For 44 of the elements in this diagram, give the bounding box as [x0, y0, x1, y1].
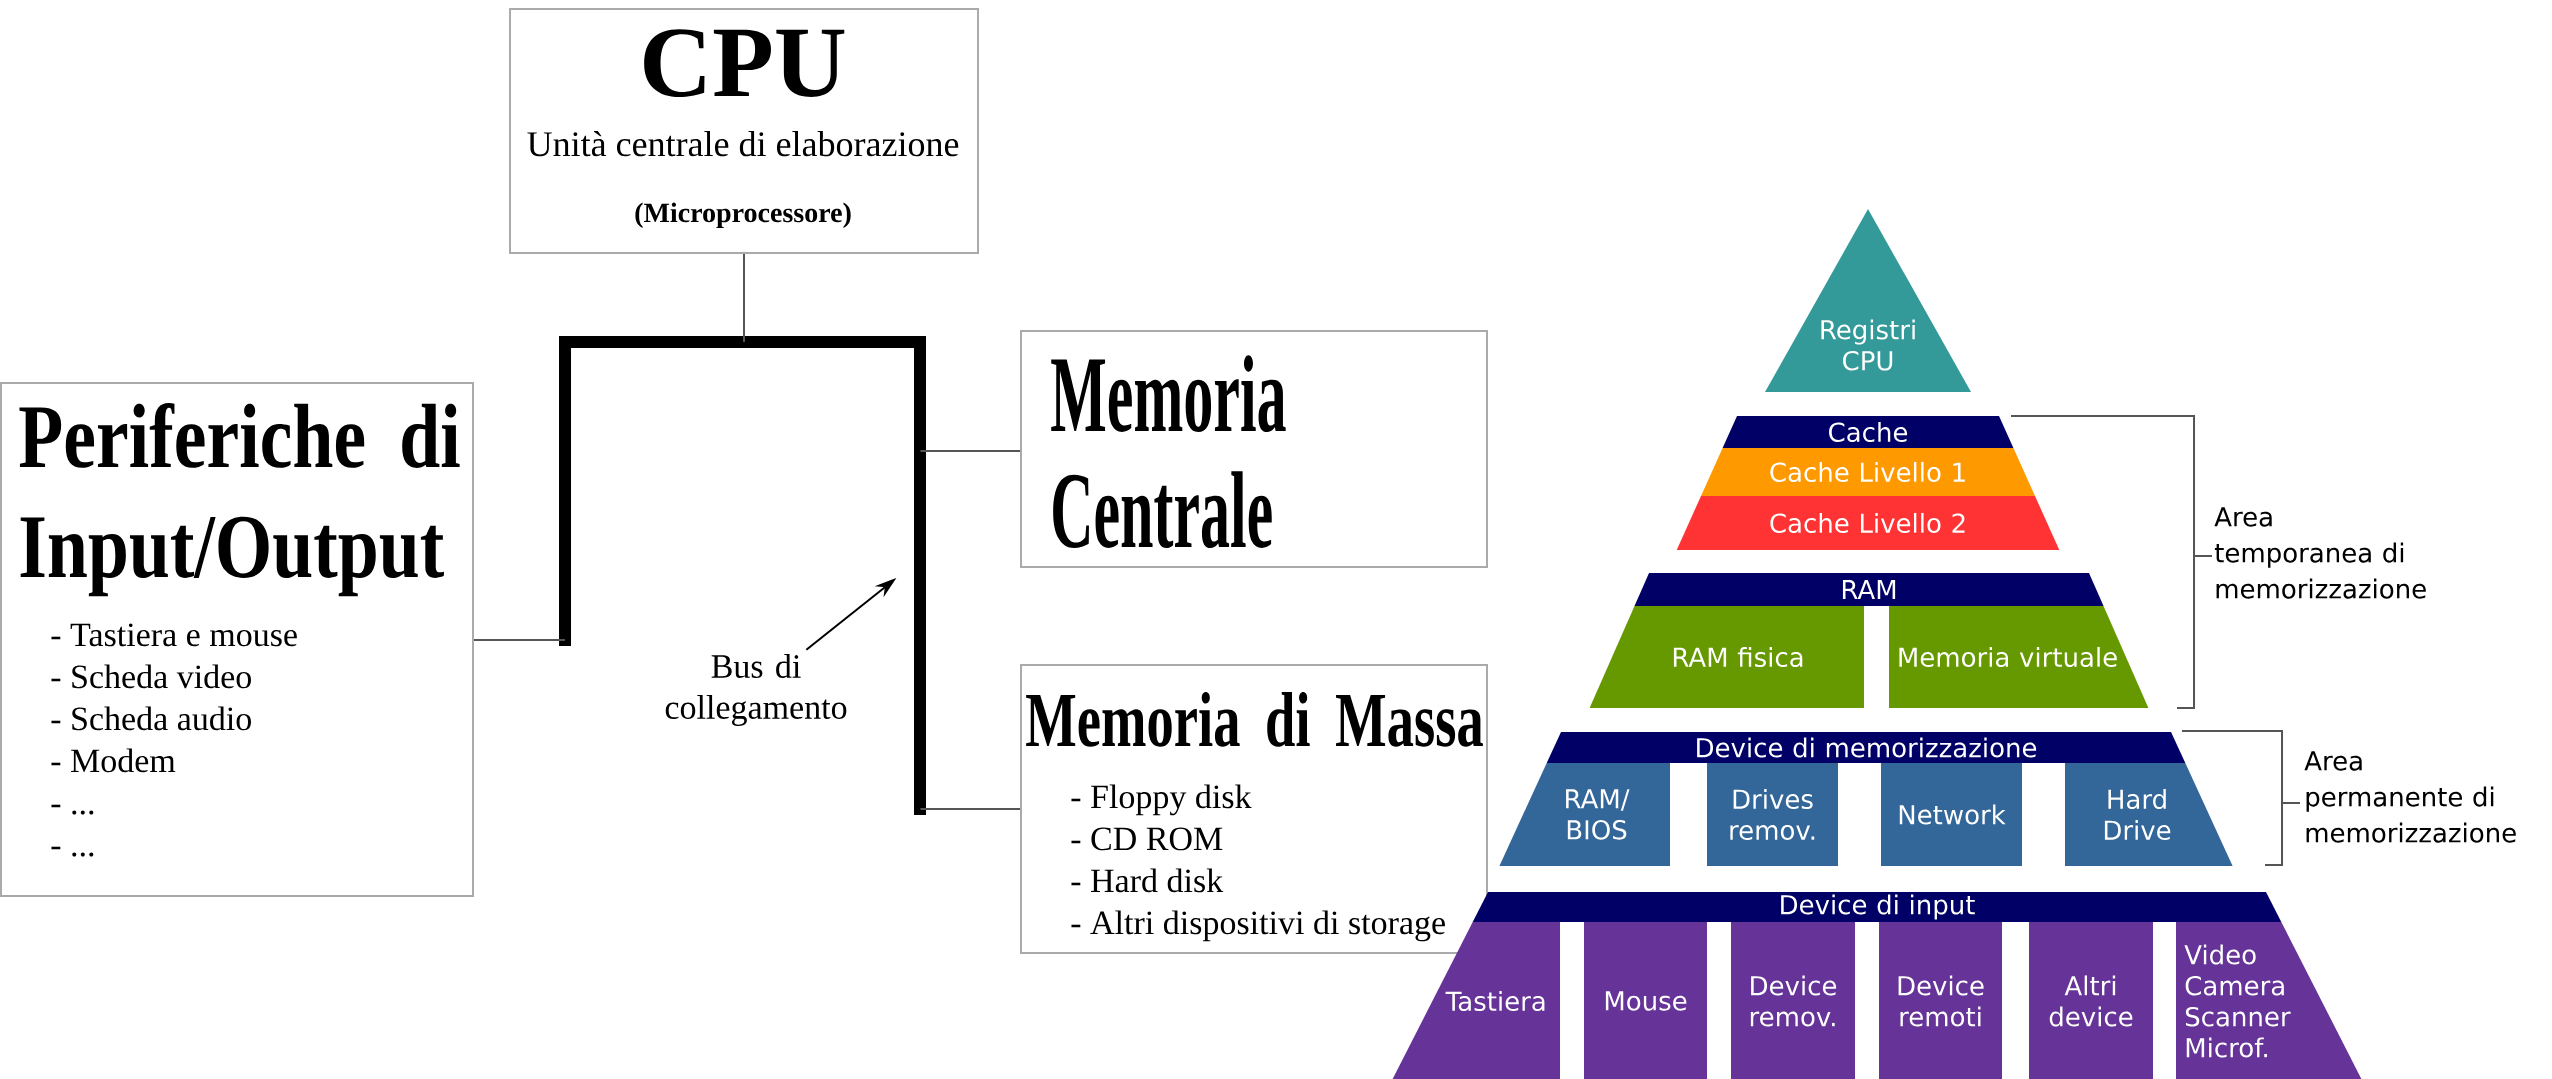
side-label: Area permanente di memorizzazione	[2304, 751, 2516, 843]
pyramid-band: Device di memorizzazione	[1546, 732, 2186, 763]
pyramid-band: Device di input	[1472, 892, 2282, 922]
pyramid-cell: Network	[1881, 763, 2022, 866]
list-item: - Floppy disk	[1071, 784, 1252, 816]
heading: CPU	[644, 29, 845, 97]
heading: Memoria di Massa	[1026, 691, 1483, 747]
pyramid-cell: Drives remov.	[1707, 763, 1838, 866]
list-item: - Scheda video	[51, 664, 251, 689]
side-label: Area temporanea di memorizzazione	[2214, 507, 2426, 599]
subheading: (Microprocessore)	[635, 202, 851, 228]
heading: Periferiche di Input/Output	[19, 402, 460, 597]
pyramid-cell: Video Camera Scanner Microf.	[2176, 922, 2362, 1079]
connector-line	[919, 808, 1021, 810]
text-box	[1020, 330, 1488, 568]
pyramid-cell: RAM fisica	[1589, 606, 1864, 708]
text-box	[509, 8, 979, 254]
list-item: - CD ROM	[1071, 827, 1223, 851]
text-box	[1020, 664, 1488, 954]
pyramid-cell: Altri device	[2029, 922, 2153, 1079]
text-box	[0, 382, 474, 897]
pyramid-cell: RAM/ BIOS	[1499, 763, 1670, 866]
pyramid-band: RAM	[1634, 573, 2104, 606]
pyramid-cell: Hard Drive	[2065, 763, 2233, 866]
pyramid-band: Cache Livello 2	[1676, 496, 2060, 550]
heading: Memoria Centrale	[1051, 355, 1286, 549]
pyramid-cell: Device remov.	[1731, 922, 1855, 1079]
subheading: Unità centrale di elaborazione	[527, 130, 959, 157]
list-item: - Hard disk	[1071, 868, 1224, 893]
list-item: - ...	[51, 804, 94, 815]
list-item: - ...	[51, 846, 94, 857]
pyramid-band: Cache	[1722, 416, 2014, 448]
pyramid-cell: Device remoti	[1879, 922, 2002, 1079]
list-item: - Scheda audio	[51, 706, 251, 731]
connector-line	[473, 639, 566, 641]
pyramid-cell: Memoria virtuale	[1889, 606, 2149, 708]
pyramid-band: Cache Livello 1	[1701, 448, 2035, 496]
bus-line	[559, 336, 926, 815]
pyramid-triangle: Registri CPU	[1765, 209, 1971, 392]
connector-line	[919, 450, 1021, 452]
list-item: - Modem	[51, 748, 176, 773]
connector-line	[743, 253, 745, 343]
pyramid-cell: Mouse	[1584, 922, 1707, 1079]
list-item: - Tastiera e mouse	[51, 623, 297, 647]
